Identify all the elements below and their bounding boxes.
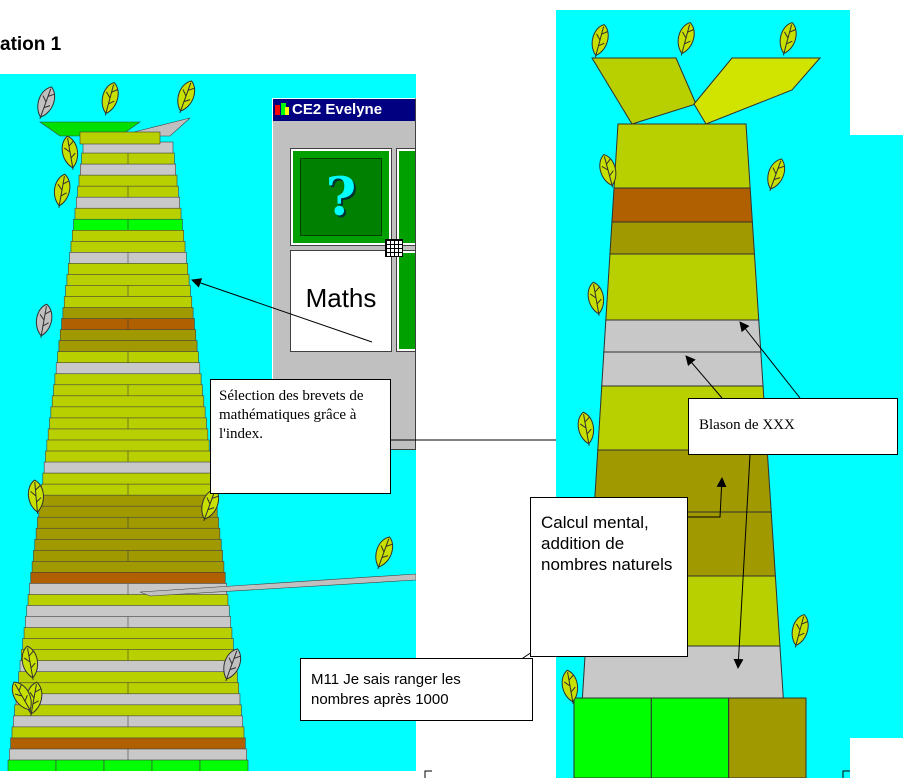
leaf-icon xyxy=(599,153,617,188)
tree-band xyxy=(55,362,201,375)
leaf-icon xyxy=(53,173,71,208)
tree-band xyxy=(59,329,197,342)
tree-band xyxy=(58,340,198,353)
tree-band xyxy=(47,428,209,441)
tree-band xyxy=(74,207,182,221)
leaf-icon xyxy=(21,645,39,680)
corner-mark-left xyxy=(424,770,432,778)
app-titlebar[interactable]: CE2 Evelyne xyxy=(273,99,415,121)
tree-branch xyxy=(139,573,416,597)
tree-crown xyxy=(591,57,697,125)
leaf-icon xyxy=(561,669,579,704)
leaf-icon xyxy=(35,303,53,338)
tree-band xyxy=(46,439,210,452)
tree-crown xyxy=(693,57,822,125)
tree-band xyxy=(31,561,225,574)
tree-band xyxy=(80,163,176,176)
tree-band xyxy=(27,594,229,607)
tree-base-block xyxy=(650,697,730,778)
page-heading: ation 1 xyxy=(0,34,62,55)
app-icon xyxy=(275,103,289,115)
right-tree-panel xyxy=(556,10,850,778)
tree-band xyxy=(34,538,222,552)
tree-band xyxy=(67,263,189,276)
tree-band xyxy=(26,605,230,618)
tree-band xyxy=(54,373,202,386)
help-button-face: ? xyxy=(300,158,382,236)
leaf-icon xyxy=(201,488,220,522)
tree-band xyxy=(23,627,233,640)
side-button-top[interactable] xyxy=(396,148,415,246)
maths-button-label: Maths xyxy=(305,283,377,313)
tree-base-block xyxy=(151,759,201,771)
leaf-icon xyxy=(61,135,79,170)
leaf-icon xyxy=(11,681,32,712)
tree-band xyxy=(605,253,760,321)
tree-band xyxy=(609,221,755,255)
tree-band xyxy=(14,704,242,717)
leaf-icon xyxy=(779,21,797,56)
tree-band xyxy=(10,737,246,750)
tree-band xyxy=(71,229,185,243)
grid-icon[interactable] xyxy=(385,239,403,257)
tree-base-block xyxy=(199,759,249,771)
tree-crown xyxy=(79,131,161,145)
tree-band xyxy=(11,726,245,739)
app-title: CE2 Evelyne xyxy=(292,101,383,118)
question-mark-icon: ? xyxy=(325,167,357,228)
help-button[interactable]: ? xyxy=(290,148,392,246)
leaf-icon xyxy=(587,281,605,316)
tree-band xyxy=(51,395,205,408)
leaf-icon xyxy=(27,479,44,514)
leaf-icon xyxy=(223,648,242,682)
tree-band xyxy=(22,638,234,651)
tree-base-block xyxy=(573,697,652,778)
tree-band xyxy=(66,274,190,287)
right-tree-drawing xyxy=(561,21,822,778)
left-tree-drawing xyxy=(7,80,416,771)
tree-band xyxy=(70,241,186,254)
side-button-bottom[interactable] xyxy=(396,250,415,352)
leaf-icon xyxy=(375,536,394,570)
tree-band xyxy=(62,307,194,320)
tree-band xyxy=(601,351,764,387)
leaf-icon xyxy=(591,23,609,58)
callout-selection: Sélection des brevets de mathématiques g… xyxy=(210,379,391,494)
tree-band xyxy=(42,472,214,485)
tree-band xyxy=(76,196,180,210)
tree-base-block xyxy=(728,697,807,778)
leaf-icon xyxy=(767,158,786,192)
callout-m11: M11 Je sais ranger les nombres après 100… xyxy=(300,658,533,721)
callout-blason: Blason de XXX xyxy=(688,398,898,455)
tree-band xyxy=(63,296,193,309)
callout-calcul: Calcul mental, addition de nombres natur… xyxy=(530,497,688,657)
leaf-icon xyxy=(177,80,196,114)
tree-band xyxy=(19,660,237,673)
tree-band xyxy=(15,693,241,706)
tree-band xyxy=(603,319,762,353)
leaf-icon xyxy=(791,613,809,648)
tree-band xyxy=(611,187,753,223)
tree-band xyxy=(35,527,221,541)
leaf-icon xyxy=(101,81,119,116)
tree-base-block xyxy=(103,759,153,771)
tree-base-block xyxy=(55,759,105,771)
tree-band xyxy=(78,174,178,187)
tree-band xyxy=(18,671,238,684)
tree-band xyxy=(50,406,206,419)
tree-band xyxy=(38,505,218,519)
leaf-icon xyxy=(577,411,595,446)
tree-band xyxy=(30,572,226,585)
maths-button[interactable]: Maths xyxy=(290,250,392,352)
leaf-icon xyxy=(37,86,56,120)
tree-band xyxy=(43,461,213,474)
tree-band xyxy=(613,123,751,189)
tree-base-block xyxy=(7,759,57,771)
leaf-icon xyxy=(677,21,695,56)
tree-band xyxy=(39,494,217,507)
